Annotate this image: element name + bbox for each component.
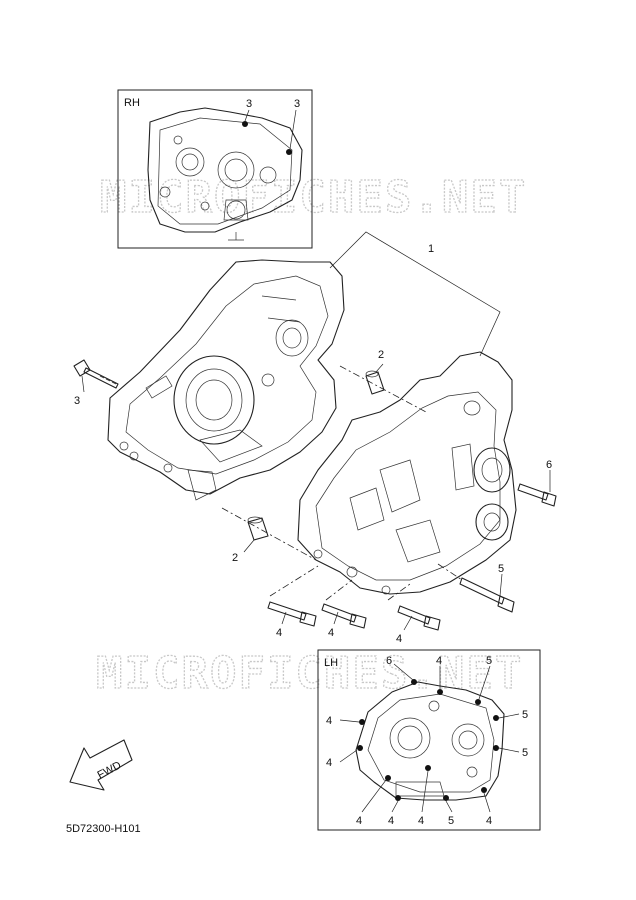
- lh-callout-4-bottom-1: 4: [356, 815, 362, 827]
- lh-callout-5-right-upper: 5: [522, 709, 528, 721]
- callout-4-b: 4: [328, 627, 334, 639]
- lh-callout-4-left-lower: 4: [326, 757, 332, 769]
- lh-inset-frame: [317, 649, 541, 831]
- watermark-top: MICROFICHES.NET: [100, 172, 527, 223]
- rh-inset-title: RH: [124, 97, 140, 109]
- lh-callout-6: 6: [386, 655, 392, 667]
- rh-bolt-point-2: [286, 149, 292, 155]
- bolt-c: [397, 605, 441, 631]
- watermark-bottom: MICROFICHES.NET: [96, 648, 523, 699]
- lh-inset-title: LH: [324, 657, 338, 669]
- callout-1: 1: [428, 243, 434, 255]
- rh-crankcase-drawing: [147, 107, 303, 241]
- lh-callout-4-bottom-4: 4: [486, 815, 492, 827]
- fwd-label: FWD: [96, 759, 124, 781]
- callout-2-lower: 2: [232, 552, 238, 564]
- bolt-right-upper: [517, 483, 557, 507]
- rh-inset-frame: [117, 89, 313, 249]
- callout-2-upper: 2: [378, 349, 384, 361]
- callout-4-c: 4: [396, 633, 402, 645]
- lh-callout-4-left-upper: 4: [326, 715, 332, 727]
- fwd-arrow: FWD: [69, 739, 133, 791]
- rh-callout-3b: 3: [294, 98, 300, 110]
- bolt-right-lower: [459, 577, 515, 613]
- bolt-b: [321, 603, 367, 629]
- lh-callout-5-right-lower: 5: [522, 747, 528, 759]
- bolt-a: [267, 601, 317, 627]
- crankcase-assy-bracket: [329, 231, 501, 357]
- lh-callout-4-bottom-2: 4: [388, 815, 394, 827]
- lh-callout-5-top: 5: [486, 655, 492, 667]
- rh-inset: RH 3 3: [117, 89, 313, 249]
- lh-crankcase-drawing: [355, 681, 505, 801]
- bolt-long-left: [73, 359, 119, 389]
- rh-callout-3a: 3: [246, 98, 252, 110]
- callout-4-a: 4: [276, 627, 282, 639]
- lh-callout-4-top: 4: [436, 655, 442, 667]
- callout-6-main: 6: [546, 459, 552, 471]
- lh-callout-5-bottom: 5: [448, 815, 454, 827]
- diagram-code: 5D72300-H101: [66, 823, 141, 835]
- callout-5-main: 5: [498, 563, 504, 575]
- dowel-pin-lower: [247, 516, 269, 541]
- rh-bolt-point-1: [242, 121, 248, 127]
- lh-callout-4-bottom-3: 4: [418, 815, 424, 827]
- lh-inset: LH: [317, 649, 541, 831]
- right-crankcase-half: [107, 259, 345, 501]
- callout-3-main: 3: [74, 395, 80, 407]
- left-crankcase-half: [297, 351, 517, 595]
- dowel-pin-upper: [365, 370, 385, 395]
